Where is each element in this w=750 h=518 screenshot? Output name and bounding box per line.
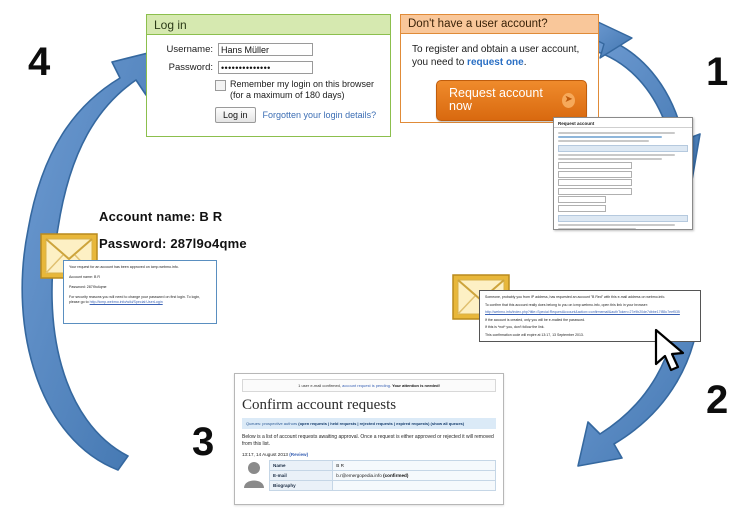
- request-timestamp-row: 13:17, 14 August 2013 (Review): [242, 452, 496, 457]
- section-header-personal-information: [558, 214, 688, 222]
- password-label: Password:: [168, 62, 213, 73]
- attention-notice: 1 user e-mail confirmed, account request…: [242, 379, 496, 392]
- request-account-now-label: Request account now: [449, 86, 543, 113]
- text-line: [558, 154, 675, 156]
- approval-email-link[interactable]: http://icmp.webmo.info/wiki/Special:User…: [89, 300, 163, 304]
- account-request-pending-link[interactable]: account request is pending: [342, 383, 390, 388]
- password-text: Password: 287l9o4qme: [99, 236, 247, 251]
- password-row: Password:: [157, 61, 380, 74]
- row-value: B R: [332, 460, 496, 471]
- login-panel: Log in Username: Password: Remember my l…: [146, 14, 391, 137]
- row-key: Biography: [268, 480, 334, 491]
- password-input[interactable]: [218, 61, 313, 74]
- row-value-bold: (confirmed): [383, 473, 409, 478]
- account-name-text: Account name: B R: [99, 209, 223, 224]
- request-account-now-button[interactable]: Request account now ➤: [436, 80, 587, 121]
- username-row: Username:: [157, 43, 380, 56]
- avatar: [242, 460, 266, 488]
- step-number-1: 1: [706, 50, 729, 94]
- text-line: [558, 132, 675, 134]
- request-account-form-screenshot: Request account: [553, 117, 693, 230]
- request-form-title: Request account: [554, 118, 692, 128]
- request-account-panel: Don't have a user account? To register a…: [400, 14, 599, 123]
- request-timestamp: 13:17, 14 August 2013: [242, 452, 288, 457]
- confirmation-email-line1: Someone, probably you from IP address, h…: [485, 295, 666, 299]
- notice-bold-text: Your attention is needed!: [392, 383, 440, 388]
- review-link[interactable]: (Review): [289, 452, 309, 457]
- forgot-login-link[interactable]: Forgotten your login details?: [262, 110, 377, 120]
- step-number-3: 3: [192, 420, 215, 464]
- table-row: Name B R: [268, 460, 496, 471]
- row-value-text: b.r@emergopedia.info: [336, 473, 384, 478]
- requests-description: Below is a list of account requests awai…: [242, 434, 494, 447]
- row-value-text: B R: [336, 463, 344, 468]
- request-text-before: To register and obtain a user account, y…: [412, 44, 580, 68]
- approval-email-line2: Account name: B R: [69, 275, 100, 279]
- row-value: b.r@emergopedia.info (confirmed): [332, 470, 496, 481]
- row-key: E-mail: [268, 470, 334, 481]
- username-input[interactable]: [218, 43, 313, 56]
- confirmation-email-box: Someone, probably you from IP address, h…: [479, 290, 701, 342]
- notice-text-after: .: [389, 383, 393, 388]
- request-text-after: .: [523, 57, 527, 68]
- form-input[interactable]: [558, 204, 606, 212]
- section-header-user-account: [558, 145, 688, 152]
- text-line: [558, 223, 675, 226]
- approval-email-line3: Password: 287l9o4qme: [69, 285, 107, 289]
- login-actions: Log in Forgotten your login details?: [215, 107, 380, 123]
- row-value: [332, 480, 496, 491]
- login-button[interactable]: Log in: [215, 107, 256, 123]
- text-line: [558, 136, 662, 138]
- request-one-link[interactable]: request one: [467, 57, 524, 68]
- notice-text-before: 1 user e-mail confirmed,: [298, 383, 343, 388]
- page-title: Confirm account requests: [242, 397, 397, 413]
- form-input[interactable]: [558, 196, 606, 203]
- table-row: E-mail b.r@emergopedia.info (confirmed): [268, 470, 496, 481]
- request-form-body: [554, 128, 692, 229]
- text-line: [558, 140, 649, 142]
- arrow-right-icon: ➤: [562, 92, 575, 108]
- approval-email-box: Your request for an account has been app…: [63, 260, 217, 324]
- form-input[interactable]: [558, 187, 632, 195]
- request-entry: Name B R E-mail b.r@emergopedia.info (co…: [242, 460, 496, 491]
- request-panel-text: To register and obtain a user account, y…: [401, 34, 598, 121]
- confirmation-email-link[interactable]: http://webmo.info/index.php?title=Specia…: [485, 310, 680, 315]
- confirmation-email-line4: If this is *not* you, don't follow the l…: [485, 325, 545, 330]
- text-line: [558, 227, 636, 229]
- remember-me-row[interactable]: Remember my login on this browser (for a…: [215, 79, 380, 101]
- remember-me-label: Remember my login on this browser (for a…: [230, 79, 375, 100]
- queue-label: Queues: prospective authors: [246, 421, 298, 426]
- request-panel-heading: Don't have a user account?: [401, 15, 598, 34]
- confirmation-email-line2: To confirm that this account really does…: [485, 302, 648, 307]
- form-input[interactable]: [558, 170, 632, 178]
- request-details-table: Name B R E-mail b.r@emergopedia.info (co…: [268, 460, 496, 491]
- form-input[interactable]: [558, 162, 632, 169]
- login-panel-heading: Log in: [147, 15, 390, 35]
- approval-email-line1: Your request for an account has been app…: [69, 265, 179, 269]
- mouse-cursor-icon: [654, 328, 688, 379]
- confirm-account-requests-screenshot: 1 user e-mail confirmed, account request…: [234, 373, 504, 505]
- queue-links[interactable]: (open requests | held requests | rejecte…: [298, 421, 465, 426]
- text-line: [558, 158, 662, 160]
- approval-email-line4: For security reasons you will need to ch…: [69, 295, 201, 304]
- row-key: Name: [268, 460, 334, 471]
- queue-bar: Queues: prospective authors (open reques…: [242, 418, 496, 429]
- remember-me-checkbox[interactable]: [215, 80, 226, 91]
- confirmation-email-line3: If the account is created, only you will…: [485, 317, 585, 322]
- table-row: Biography: [268, 480, 496, 491]
- confirmation-email-line5: This confirmation code will expire at 13…: [485, 332, 584, 337]
- form-input[interactable]: [558, 179, 632, 186]
- step-number-2: 2: [706, 378, 729, 422]
- step-number-4: 4: [28, 40, 51, 84]
- username-label: Username:: [166, 44, 213, 55]
